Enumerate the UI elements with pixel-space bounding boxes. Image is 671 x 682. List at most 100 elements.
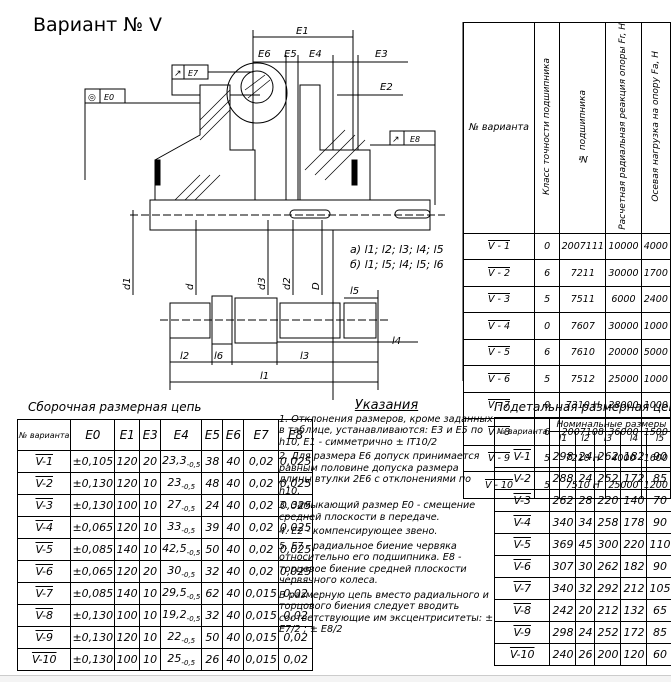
cell-value: 0,02 bbox=[249, 565, 274, 578]
cell-variant: V-3 bbox=[18, 495, 71, 517]
cell-e3: 20 bbox=[140, 561, 161, 583]
cell-e7: 0,015 bbox=[244, 605, 279, 627]
cell-variant: V - 2 bbox=[464, 260, 535, 287]
cell-value: ±0,130 bbox=[72, 609, 113, 622]
cell-e4: 29,5-0,5 bbox=[161, 583, 202, 605]
cell-e7: 0,02 bbox=[244, 561, 279, 583]
col-l2: l2 bbox=[576, 432, 595, 446]
cell-fa: 1000 bbox=[641, 366, 670, 393]
cell-e1: 120 bbox=[115, 517, 140, 539]
label-e7: E7 bbox=[188, 69, 199, 78]
cell-value: 298 bbox=[552, 450, 573, 463]
cell-value: V - 5 bbox=[488, 347, 510, 358]
cell-value: 10 bbox=[143, 543, 157, 556]
cell-value: 0,02 bbox=[249, 455, 274, 468]
cell-l5: 85 bbox=[647, 622, 671, 644]
cell-value: V-8 bbox=[35, 609, 53, 622]
cell-e6: 40 bbox=[223, 517, 244, 539]
cell-value: 120 bbox=[117, 477, 138, 490]
col-l4: l4 bbox=[621, 432, 647, 446]
tolerance: -0,5 bbox=[181, 483, 195, 491]
cell-value: V-2 bbox=[35, 477, 53, 490]
cell-value: 32 bbox=[205, 565, 219, 578]
col-variant: № варианта bbox=[464, 23, 535, 234]
cell-l5: 90 bbox=[647, 556, 671, 578]
cell-e1: 120 bbox=[115, 473, 140, 495]
cell-value: 50 bbox=[205, 543, 219, 556]
cell-value: 172 bbox=[623, 472, 644, 485]
cell-e7: 0,015 bbox=[244, 583, 279, 605]
cell-l3: 252 bbox=[595, 468, 621, 490]
cell-value: V-2 bbox=[513, 472, 531, 485]
cell-l5: 85 bbox=[647, 468, 671, 490]
cell-e5: 50 bbox=[202, 539, 223, 561]
cell-value: 40 bbox=[226, 631, 240, 644]
cell-e6: 40 bbox=[223, 561, 244, 583]
cell-l4: 220 bbox=[621, 534, 647, 556]
cell-e3: 10 bbox=[140, 649, 161, 671]
instructions-heading: Указания bbox=[279, 400, 494, 412]
cell-e0: ±0,085 bbox=[71, 539, 115, 561]
cell-value: 62 bbox=[205, 587, 219, 600]
label-e2: E2 bbox=[380, 82, 393, 93]
cell-variant: V - 4 bbox=[464, 313, 535, 340]
cell-variant: V - 6 bbox=[464, 366, 535, 393]
cell-value: 40 bbox=[226, 521, 240, 534]
label-l4: l4 bbox=[392, 336, 401, 347]
cell-l3: 262 bbox=[595, 446, 621, 468]
cell-value: 0,015 bbox=[245, 609, 277, 622]
cell-l5: 110 bbox=[647, 534, 671, 556]
cell-l3: 300 bbox=[595, 534, 621, 556]
cell-value: 90 bbox=[653, 516, 667, 529]
cell-value: 252 bbox=[597, 472, 618, 485]
cell-value: 85 bbox=[653, 472, 667, 485]
cell-e0: ±0,065 bbox=[71, 517, 115, 539]
cell-l2: 28 bbox=[576, 490, 595, 512]
col-l5: l5 bbox=[647, 432, 671, 446]
cell-l1: 298 bbox=[550, 622, 576, 644]
cell-e6: 40 bbox=[223, 583, 244, 605]
cell-l1: 298 bbox=[550, 446, 576, 468]
cell-value: ±0,085 bbox=[72, 587, 113, 600]
cell-variant: V-4 bbox=[18, 517, 71, 539]
cell-value: 120 bbox=[117, 565, 138, 578]
cell-e3: 10 bbox=[140, 583, 161, 605]
col-e7: E7 bbox=[244, 420, 279, 451]
cell-fa: 5000 bbox=[641, 339, 670, 366]
cell-bearing: 7211 bbox=[560, 260, 606, 287]
cell-l4: 178 bbox=[621, 512, 647, 534]
cell-class: 5 bbox=[535, 366, 560, 393]
cell-value: 24 bbox=[578, 450, 592, 463]
cell-value: V-4 bbox=[513, 516, 531, 529]
cell-e6: 40 bbox=[223, 495, 244, 517]
cell-value: V-4 bbox=[35, 521, 53, 534]
col-class: Класс точности подшипника bbox=[535, 23, 560, 234]
cell-l3: 252 bbox=[595, 622, 621, 644]
cell-variant: V - 3 bbox=[464, 286, 535, 313]
cell-e6: 40 bbox=[223, 451, 244, 473]
cell-value: 65 bbox=[653, 604, 667, 617]
cell-e1: 100 bbox=[115, 605, 140, 627]
cell-value: V - 6 bbox=[488, 374, 510, 385]
cell-l1: 369 bbox=[550, 534, 576, 556]
cell-e4: 30-0,5 bbox=[161, 561, 202, 583]
cell-e0: ±0,130 bbox=[71, 649, 115, 671]
cell-value: 60 bbox=[653, 648, 667, 661]
cell-e7: 0,02 bbox=[244, 539, 279, 561]
cell-e4: 27-0,5 bbox=[161, 495, 202, 517]
cell-value: 0,02 bbox=[249, 499, 274, 512]
cell-fr: 10000 bbox=[606, 233, 641, 260]
cell-value: 22 bbox=[167, 630, 181, 643]
cell-value: 100 bbox=[117, 499, 138, 512]
cell-value: 45 bbox=[578, 538, 592, 551]
label-d1: d1 bbox=[122, 277, 133, 290]
cell-e3: 10 bbox=[140, 627, 161, 649]
cell-e0: ±0,130 bbox=[71, 605, 115, 627]
